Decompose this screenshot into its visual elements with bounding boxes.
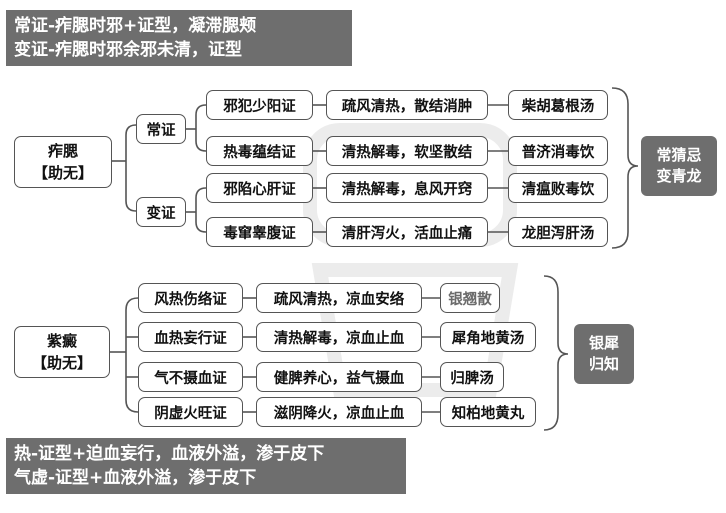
zidian-mnemonic: 银犀 归知	[574, 324, 634, 384]
disease-zhasai-assistant: 【助无】	[32, 164, 93, 182]
category-variant: 变证	[136, 197, 186, 227]
zhasai-syndrome-1: 邪犯少阳证	[206, 90, 313, 120]
zhasai-formula-1: 柴胡葛根汤	[508, 90, 608, 120]
zhasai-formula-3: 清瘟败毒饮	[508, 173, 608, 203]
zhasai-syndrome-2: 热毒蕴结证	[206, 136, 313, 166]
zhasai-method-1: 疏风清热，散结消肿	[326, 90, 488, 120]
zhasai-mnemonic-line-2: 变青龙	[656, 167, 702, 185]
zidian-formula-4: 知柏地黄丸	[440, 397, 536, 427]
disease-zidian-assistant: 【助无】	[31, 354, 92, 372]
top-note-line-1: 常证-痄腮时邪+证型，凝滞腮颊	[14, 16, 257, 36]
bottom-note-line-2: 气虚-证型+血液外溢，渗于皮下	[14, 468, 257, 488]
zidian-syndrome-1: 风热伤络证	[138, 283, 243, 313]
zidian-method-4: 滋阴降火，凉血止血	[256, 397, 422, 427]
zhasai-formula-4: 龙胆泻肝汤	[508, 217, 608, 247]
zhasai-mnemonic-line-1: 常猜忌	[656, 146, 702, 164]
zhasai-syndrome-4: 毒窜睾腹证	[206, 217, 313, 247]
zidian-mnemonic-line-2: 归知	[588, 355, 619, 373]
bottom-notes-banner: 热-证型+迫血妄行，血液外溢，渗于皮下 气虚-证型+血液外溢，渗于皮下	[6, 438, 406, 494]
top-note-line-2: 变证-痄腮时邪余邪未清，证型	[14, 40, 243, 60]
disease-zidian-name: 紫癜	[46, 332, 77, 350]
disease-zhasai-name: 痄腮	[47, 142, 78, 160]
disease-zidian: 紫癜 【助无】	[14, 326, 110, 378]
zidian-formula-3: 归脾汤	[440, 362, 504, 392]
zidian-mnemonic-line-1: 银犀	[588, 334, 619, 352]
bottom-note-line-1: 热-证型+迫血妄行，血液外溢，渗于皮下	[14, 444, 325, 464]
zhasai-syndrome-3: 邪陷心肝证	[206, 173, 313, 203]
zhasai-formula-2: 普济消毒饮	[508, 136, 608, 166]
zidian-formula-2: 犀角地黄汤	[440, 322, 536, 352]
category-normal: 常证	[136, 114, 186, 144]
zhasai-mnemonic: 常猜忌 变青龙	[641, 136, 717, 196]
zidian-method-3: 健脾养心，益气摄血	[256, 362, 422, 392]
zidian-syndrome-3: 气不摄血证	[138, 362, 243, 392]
zidian-formula-1: 银翘散	[440, 283, 500, 313]
zhasai-method-2: 清热解毒，软坚散结	[326, 136, 488, 166]
disease-zhasai: 痄腮 【助无】	[14, 136, 112, 188]
zhasai-method-3: 清热解毒，息风开窍	[326, 173, 488, 203]
top-notes-banner: 常证-痄腮时邪+证型，凝滞腮颊 变证-痄腮时邪余邪未清，证型	[6, 10, 352, 66]
zidian-syndrome-4: 阴虚火旺证	[138, 397, 243, 427]
zidian-syndrome-2: 血热妄行证	[138, 322, 243, 352]
zidian-method-1: 疏风清热，凉血安络	[256, 283, 422, 313]
zidian-method-2: 清热解毒，凉血止血	[256, 322, 422, 352]
zhasai-method-4: 清肝泻火，活血止痛	[326, 217, 488, 247]
